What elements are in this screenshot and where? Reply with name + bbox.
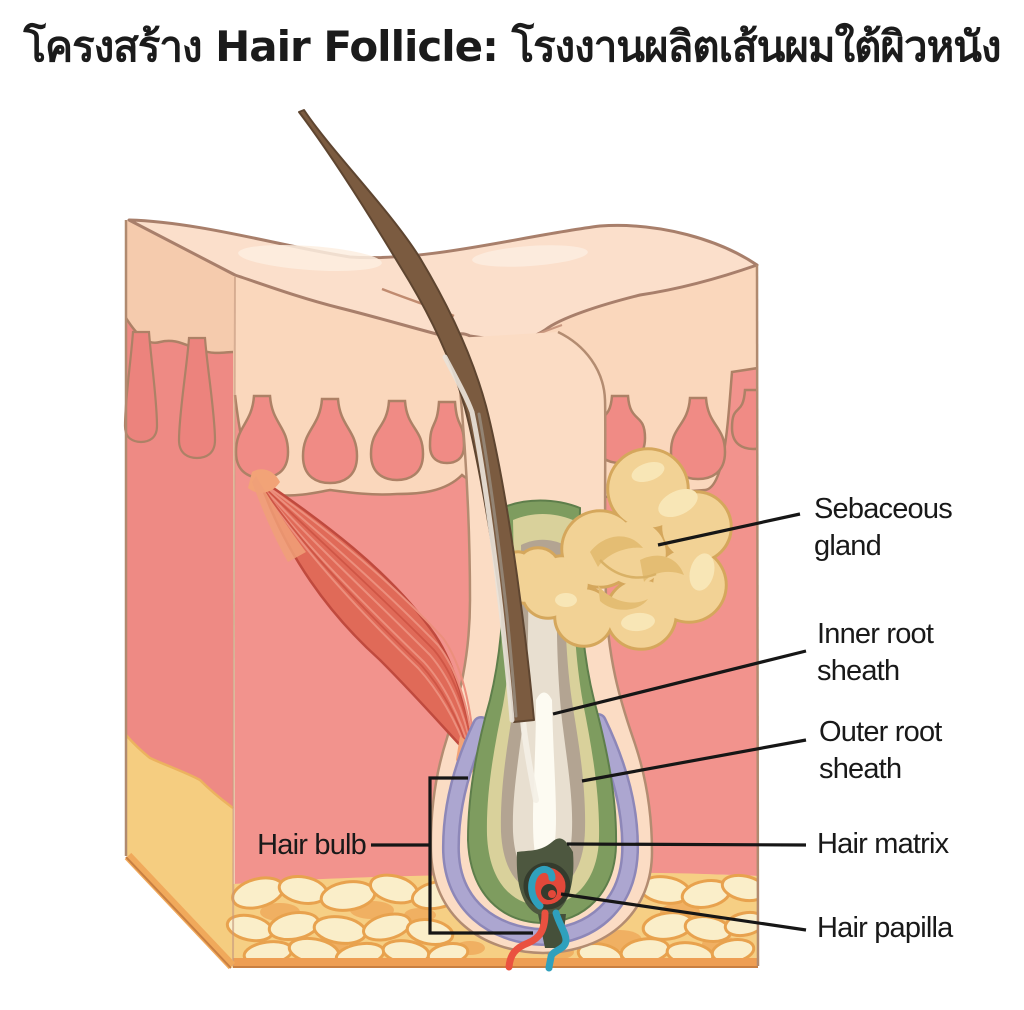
hair-shaft-shadow-stripe: [477, 412, 518, 718]
label-line: sheath: [819, 753, 902, 785]
dermal-papilla-drop: [428, 400, 466, 465]
hair-shaft: [298, 109, 535, 723]
gland-highlights: [555, 461, 715, 632]
label-line: Hair bulb: [257, 829, 367, 861]
right-edge: [755, 264, 760, 967]
label-line: Hair papilla: [817, 912, 953, 944]
arrector-pili-muscle: [248, 469, 484, 773]
muscle-fiber: [257, 479, 475, 747]
muscle-fiber: [261, 485, 473, 751]
dermal-papilla-drop: [669, 396, 727, 481]
label-line: Inner root: [817, 618, 934, 650]
hair-bulb-bracket: [428, 776, 533, 935]
label-hair-bulb: Hair bulb: [240, 827, 367, 864]
dermal-papilla-drop: [301, 397, 359, 485]
leader-lines: [371, 512, 807, 935]
blood-vessels: [505, 909, 570, 972]
muscle-fiber: [264, 489, 469, 755]
label-line: Outer root: [819, 716, 942, 748]
fat-cell: [720, 873, 758, 903]
gland-inner-folds: [590, 536, 684, 610]
bottom-face-edge: [233, 958, 758, 968]
papilla-core-dot: [548, 890, 556, 898]
surface-highlight: [238, 245, 382, 271]
dermal-papillae: [234, 388, 758, 485]
side-fat: [126, 735, 233, 968]
follicle-canal-outline: [429, 330, 654, 955]
muscle-fibers: [257, 479, 475, 755]
leader-hair-matrix: [566, 842, 807, 847]
hair-shaft-highlight: [442, 354, 515, 723]
surface-highlight: [472, 245, 588, 267]
label-line: sheath: [817, 655, 900, 687]
fat-cells: [225, 873, 758, 968]
label-line: gland: [814, 530, 882, 562]
muscle-tendon-top-fan: [252, 476, 306, 562]
diagram-title: โครงสร้าง Hair Follicle: โรงงานผลิตเส้นผ…: [23, 22, 1001, 71]
fat-cell: [362, 912, 412, 942]
label-inner-root-sheath: Inner root sheath: [817, 616, 934, 690]
label-sebaceous-gland: Sebaceous gland: [814, 491, 953, 565]
top-face: [127, 218, 759, 345]
leader-sebaceous: [657, 512, 801, 547]
label-line: Hair matrix: [817, 828, 949, 860]
bottom-left-slant-line: [125, 856, 232, 969]
dermal-papillae-side: [123, 330, 217, 460]
bottom-left-slant-edge: [124, 852, 236, 970]
leader-hair-papilla: [560, 892, 807, 932]
label-hair-papilla: Hair papilla: [817, 910, 953, 947]
bulb-white-center: [533, 692, 556, 868]
label-line: Sebaceous: [814, 493, 953, 525]
artery-red: [505, 909, 549, 971]
label-hair-matrix: Hair matrix: [817, 826, 949, 863]
leader-inner-root-sheath: [552, 649, 807, 716]
label-outer-root-sheath: Outer root sheath: [819, 714, 942, 788]
side-fat-boundary: [125, 734, 234, 810]
muscle-fiber: [262, 487, 471, 753]
muscle-fiber: [260, 483, 473, 750]
muscle-fiber: [259, 481, 474, 749]
dermal-papilla-drop: [369, 399, 425, 482]
leader-outer-root-sheath: [581, 738, 807, 783]
vein-blue: [545, 909, 570, 972]
hair-papilla-group: [505, 862, 571, 972]
side-front-edge: [232, 276, 236, 967]
muscle-fiber: [263, 488, 470, 754]
dermal-papilla-drop: [177, 336, 217, 460]
dermal-papilla-drop: [730, 388, 758, 451]
papilla-blue-loop: [528, 865, 556, 910]
